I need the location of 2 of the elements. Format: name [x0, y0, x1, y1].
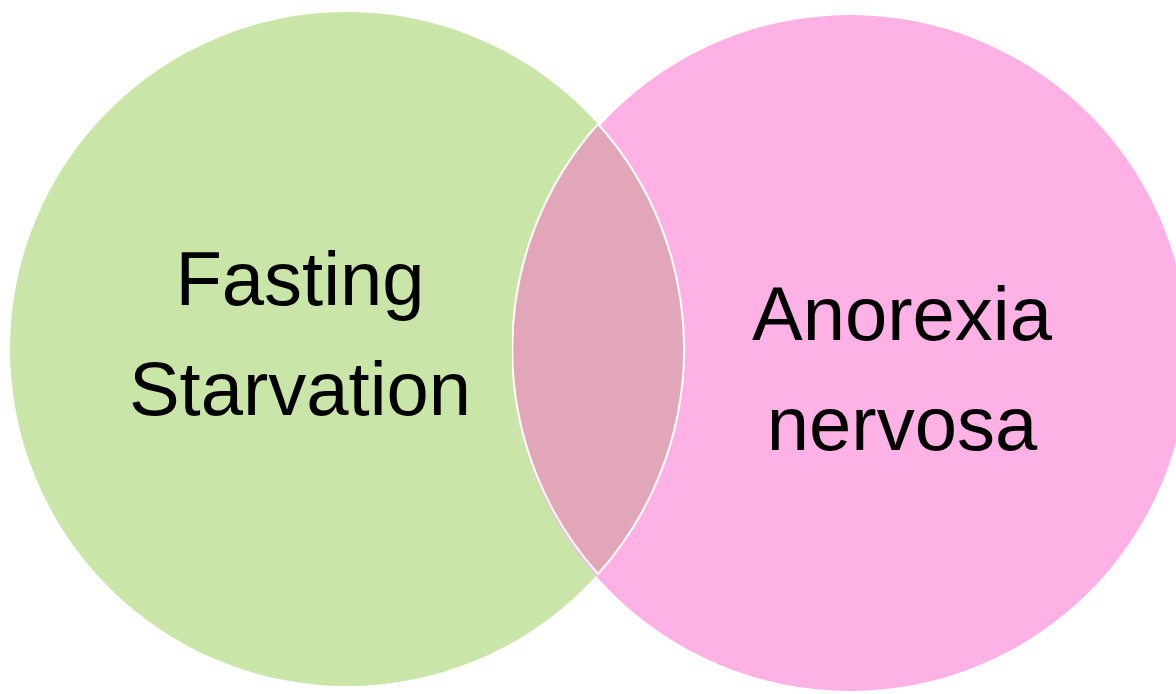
- circle-label: Fasting Starvation: [127, 235, 473, 433]
- circle-label: Anorexia nervosa: [751, 270, 1053, 468]
